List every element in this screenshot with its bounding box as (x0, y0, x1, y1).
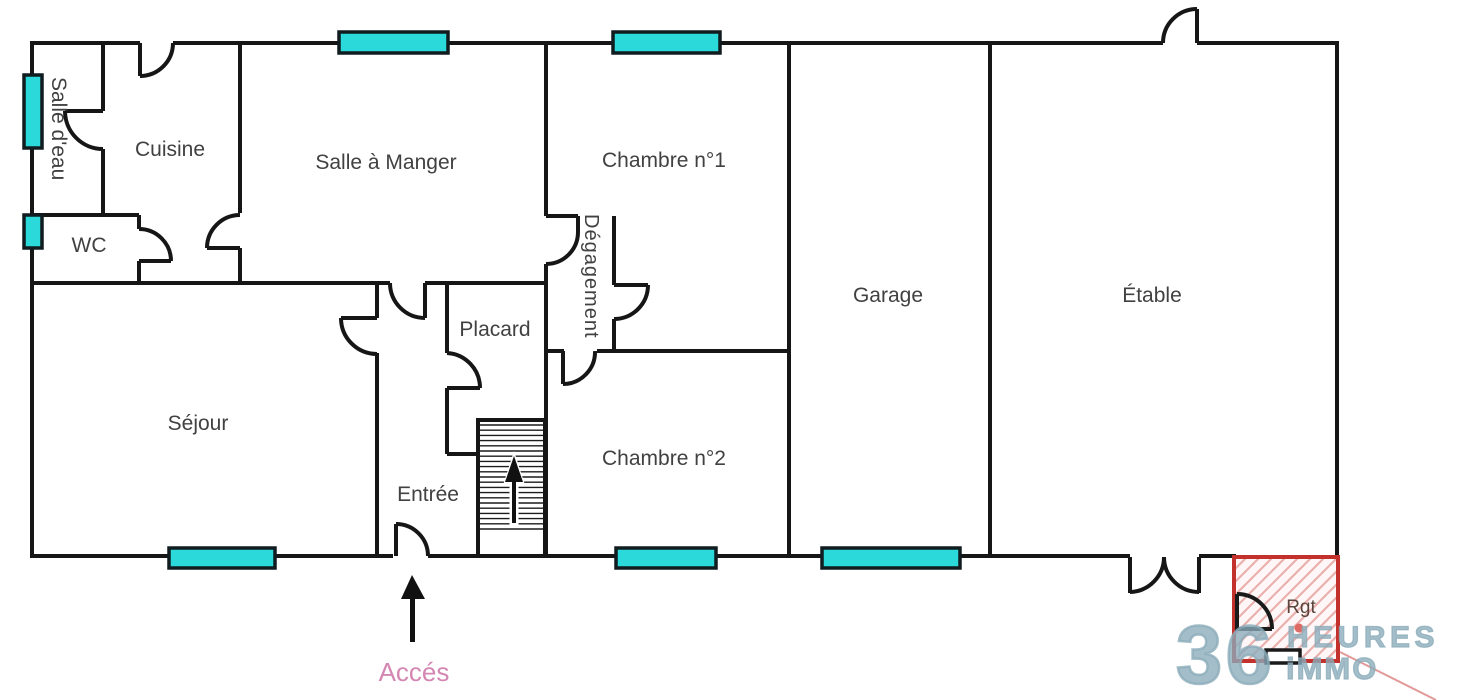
svg-text:Placard: Placard (459, 318, 530, 341)
svg-text:HEURES: HEURES (1287, 621, 1439, 654)
svg-text:Chambre n°1: Chambre n°1 (602, 149, 726, 172)
svg-text:Séjour: Séjour (168, 412, 229, 435)
svg-text:iMMO: iMMO (1286, 651, 1378, 686)
svg-text:Entrée: Entrée (397, 483, 459, 506)
svg-text:Garage: Garage (853, 284, 923, 307)
svg-text:36: 36 (1176, 608, 1275, 700)
svg-text:Salle à Manger: Salle à Manger (315, 151, 456, 174)
svg-text:Rgt: Rgt (1286, 597, 1316, 618)
svg-text:Cuisine: Cuisine (135, 138, 205, 161)
svg-text:Accés: Accés (379, 657, 450, 687)
svg-text:Salle d'eau: Salle d'eau (47, 77, 70, 180)
svg-text:WC: WC (72, 234, 107, 257)
svg-text:Chambre n°2: Chambre n°2 (602, 447, 726, 470)
svg-text:Étable: Étable (1122, 284, 1182, 307)
svg-text:Dégagement: Dégagement (580, 214, 602, 339)
